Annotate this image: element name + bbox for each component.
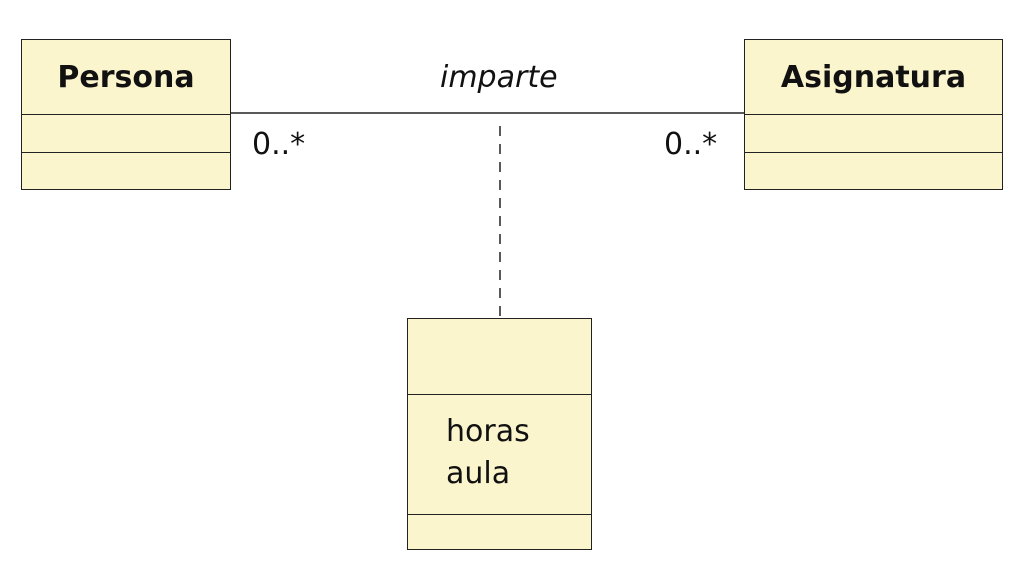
multiplicity-persona-end: 0..* xyxy=(252,127,306,162)
class-persona-attributes-compartment xyxy=(22,114,230,152)
class-asignatura-name: Asignatura xyxy=(780,59,967,95)
class-asignatura-attributes-compartment xyxy=(745,114,1002,152)
association-name: imparte xyxy=(440,60,558,95)
association-class-attributes-compartment: horas aula xyxy=(408,394,591,514)
multiplicity-asignatura-end: 0..* xyxy=(664,127,718,162)
class-persona-name-compartment: Persona xyxy=(22,40,230,114)
association-class[interactable]: horas aula xyxy=(407,318,592,550)
class-persona-name: Persona xyxy=(57,59,195,95)
association-class-name-compartment xyxy=(408,319,591,394)
association-class-operations-compartment xyxy=(408,514,591,549)
class-asignatura[interactable]: Asignatura xyxy=(744,39,1003,190)
class-asignatura-operations-compartment xyxy=(745,152,1002,189)
attribute-aula: aula xyxy=(446,456,511,491)
class-persona[interactable]: Persona xyxy=(21,39,231,190)
attribute-horas: horas xyxy=(446,414,530,449)
class-asignatura-name-compartment: Asignatura xyxy=(745,40,1002,114)
class-persona-operations-compartment xyxy=(22,152,230,189)
